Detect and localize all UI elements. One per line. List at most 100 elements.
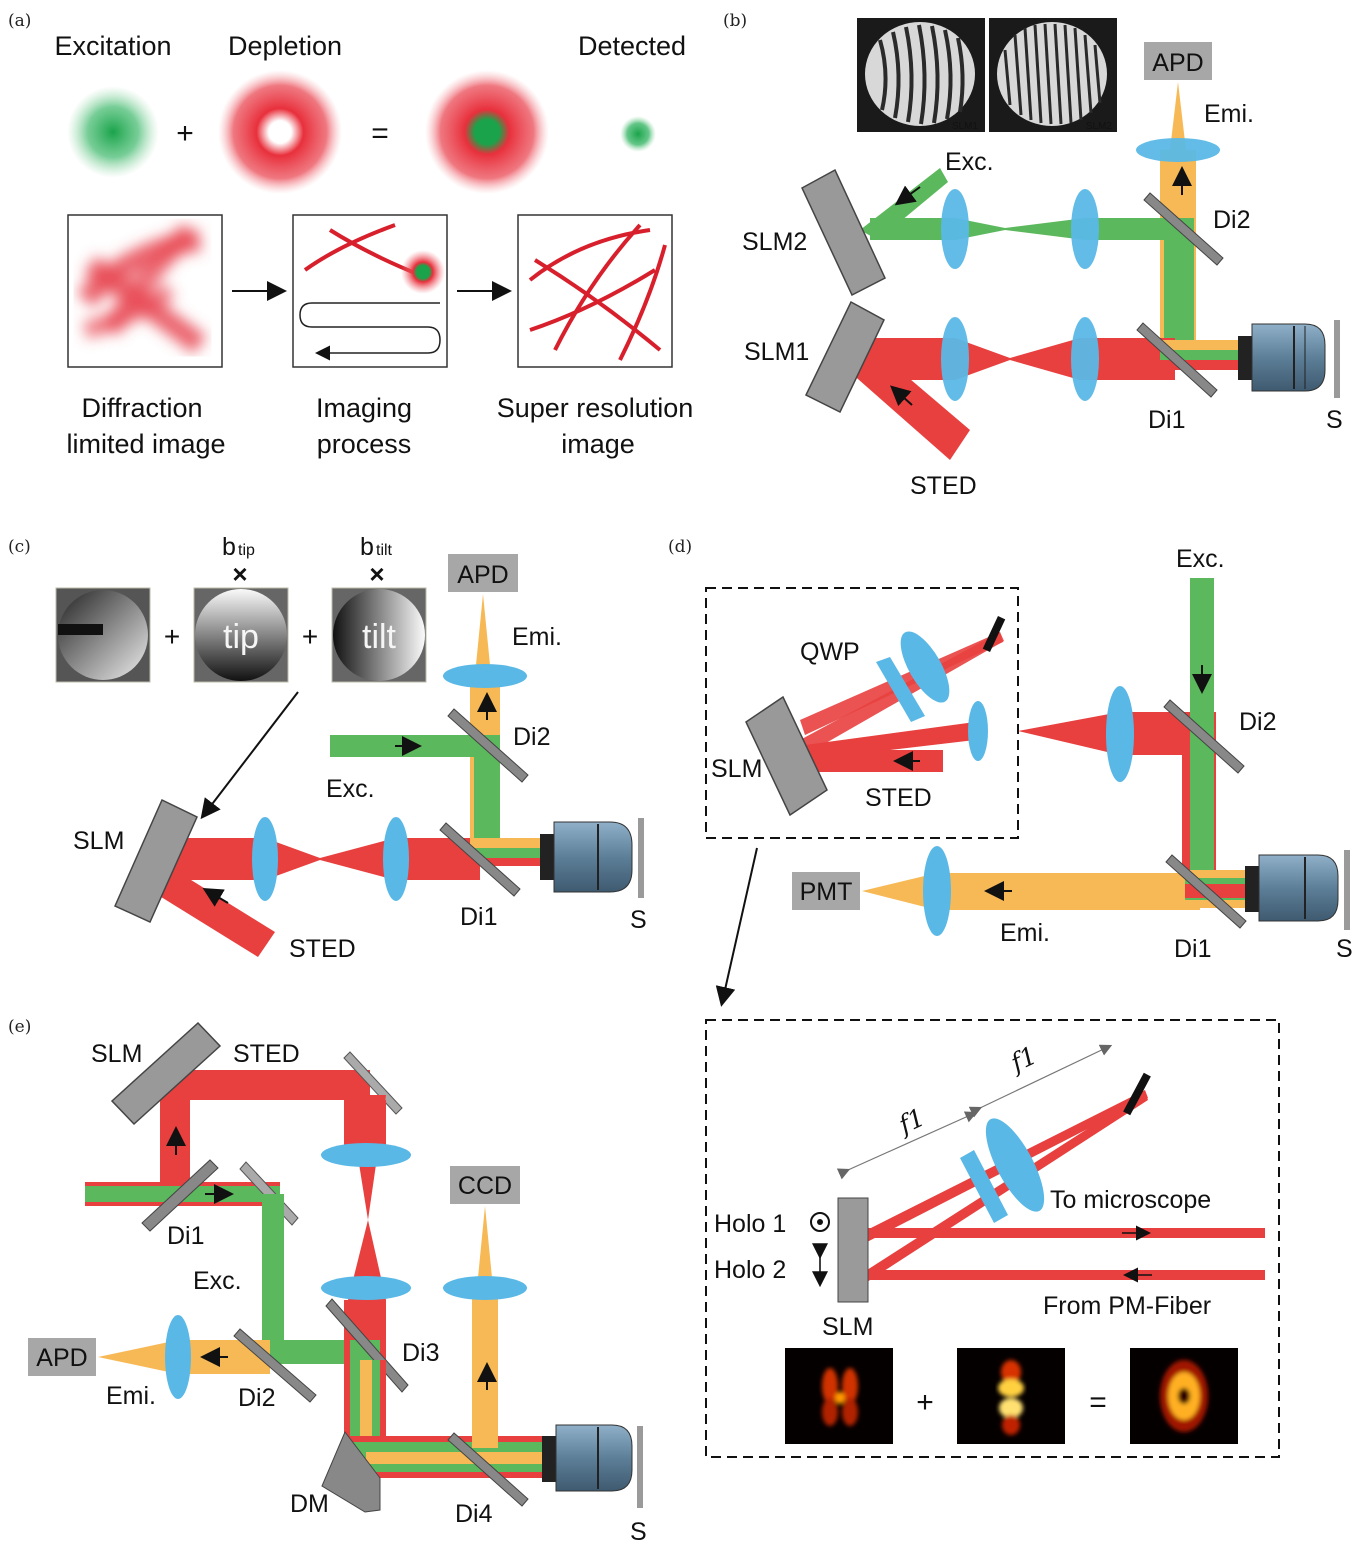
- depletion-label: Depletion: [228, 31, 342, 61]
- di1-mirror: [1136, 322, 1218, 398]
- panel-c: (c) b tip × b tilt × + tip + tilt APD Em…: [8, 533, 647, 963]
- inset-slm-label: SLM: [822, 1313, 873, 1341]
- out-of-plane-icon: [810, 1212, 830, 1232]
- sted-lens-top: [321, 1143, 411, 1167]
- sample-slide: [1344, 850, 1350, 930]
- scanned-line-1: [303, 223, 396, 272]
- slm2-thumb-label: SLM2: [1086, 121, 1113, 132]
- holo1-label: Holo 1: [714, 1210, 786, 1238]
- f1-dimension-1: [836, 1111, 978, 1180]
- btip-b: b: [222, 533, 236, 561]
- pmt-label: PMT: [800, 878, 853, 906]
- excitation-psf: [67, 86, 159, 178]
- excitation-arrow: [894, 185, 921, 206]
- pmt-detector: [792, 872, 860, 910]
- scanning-spot: [401, 250, 445, 294]
- sted-arrow: [890, 385, 913, 407]
- di1-label: Di1: [460, 903, 498, 931]
- to-microscope-beam: [867, 1228, 1265, 1238]
- module-out-lens: [968, 701, 988, 761]
- apd-detector: [28, 1338, 96, 1376]
- exc-label: Exc.: [945, 148, 994, 176]
- di3-label: Di3: [402, 1339, 440, 1367]
- emi-label: Emi.: [1000, 919, 1050, 947]
- apd-label: APD: [1152, 49, 1203, 77]
- pmt-lens: [923, 846, 951, 936]
- panel-b-tag: (b): [723, 11, 747, 31]
- emi-label: Emi.: [1204, 100, 1254, 128]
- excitation-beam: [870, 218, 1185, 240]
- panel-e-tag: (e): [8, 1017, 31, 1037]
- s-label: S: [630, 906, 647, 934]
- emission-lens: [1136, 138, 1220, 162]
- panel-d-tag: (d): [668, 537, 692, 557]
- exc-label: Exc.: [1176, 545, 1225, 573]
- objective-lens: [555, 1424, 633, 1492]
- objective-lens: [553, 821, 633, 893]
- plus-2: +: [302, 621, 318, 652]
- inset-lens: [985, 1118, 1045, 1212]
- di2-label: Di2: [513, 723, 551, 751]
- btip-sub: tip: [238, 542, 255, 559]
- ccd-emission: [472, 1288, 498, 1448]
- apd-label: APD: [457, 561, 508, 589]
- dm-label: DM: [290, 1490, 329, 1518]
- slm-device: [745, 695, 828, 817]
- di2-mirror: [233, 1328, 317, 1403]
- zoom-arrow: [715, 847, 758, 1007]
- sted-label: STED: [233, 1040, 300, 1068]
- sted-lens-bottom: [321, 1276, 411, 1300]
- inset-slm: [837, 1197, 869, 1303]
- caption-super-2: image: [561, 429, 635, 459]
- ccd-detector: [450, 1166, 520, 1204]
- sample-slide: [1334, 320, 1340, 398]
- panel-e: (e) SLM STED Di1 Exc. APD Emi.: [8, 1017, 647, 1546]
- ccd-label: CCD: [458, 1172, 512, 1200]
- dm-mirror: [321, 1431, 381, 1513]
- excitation-vertical: [262, 1194, 284, 1364]
- panel-b: (b) SLM1 SLM2 APD Emi. Exc.: [723, 11, 1343, 500]
- slm2-device: [801, 168, 886, 297]
- di4-label: Di4: [455, 1500, 493, 1528]
- slm1-label: SLM1: [744, 338, 809, 366]
- slm2-label: SLM2: [742, 228, 807, 256]
- f1-label-1: f1: [892, 1103, 929, 1141]
- di4-mirror: [447, 1432, 529, 1507]
- sample-slide: [638, 818, 644, 898]
- from-fiber-label: From PM-Fiber: [1043, 1292, 1211, 1320]
- di1-mirror: [439, 822, 521, 897]
- module-lens: [900, 631, 950, 703]
- sted-top-beam: [160, 1070, 370, 1100]
- f1-label-2: f1: [1004, 1041, 1041, 1079]
- sted-lens-1: [941, 317, 969, 401]
- caption-diffraction-1: Diffraction: [81, 393, 202, 423]
- di1-mirror: [141, 1159, 219, 1232]
- s-label: S: [1326, 406, 1343, 434]
- di2-mirror: [1143, 192, 1224, 266]
- sted-lens-1: [252, 817, 278, 901]
- slm1-thumb-label: SLM1: [952, 121, 979, 132]
- btip-times: ×: [232, 559, 247, 589]
- emission-cone: [1170, 82, 1186, 150]
- exc-label: Exc.: [193, 1267, 242, 1295]
- super-resolution-lines: [528, 223, 667, 361]
- qwp-label: QWP: [800, 638, 860, 666]
- sted-label: STED: [910, 472, 977, 500]
- plus-sign: +: [176, 117, 194, 150]
- objective-lens: [1251, 323, 1326, 392]
- s-label: S: [630, 1518, 647, 1546]
- equals-sign: =: [371, 117, 389, 150]
- inset-qwp: [960, 1150, 1008, 1223]
- inset-box: [705, 1019, 1280, 1458]
- di2-mirror: [447, 708, 529, 783]
- slm-module-box: [705, 587, 1019, 839]
- hologram-to-slm-arrow: [200, 691, 299, 820]
- exc-lens-1: [941, 189, 969, 269]
- sted-beam: [865, 338, 1175, 380]
- sted-lens-2: [383, 817, 409, 901]
- slm-label: SLM: [73, 827, 124, 855]
- sted-beam: [165, 838, 480, 880]
- caption-imaging-1: Imaging: [316, 393, 412, 423]
- caption-imaging-2: process: [317, 429, 412, 459]
- di2-label: Di2: [1213, 206, 1251, 234]
